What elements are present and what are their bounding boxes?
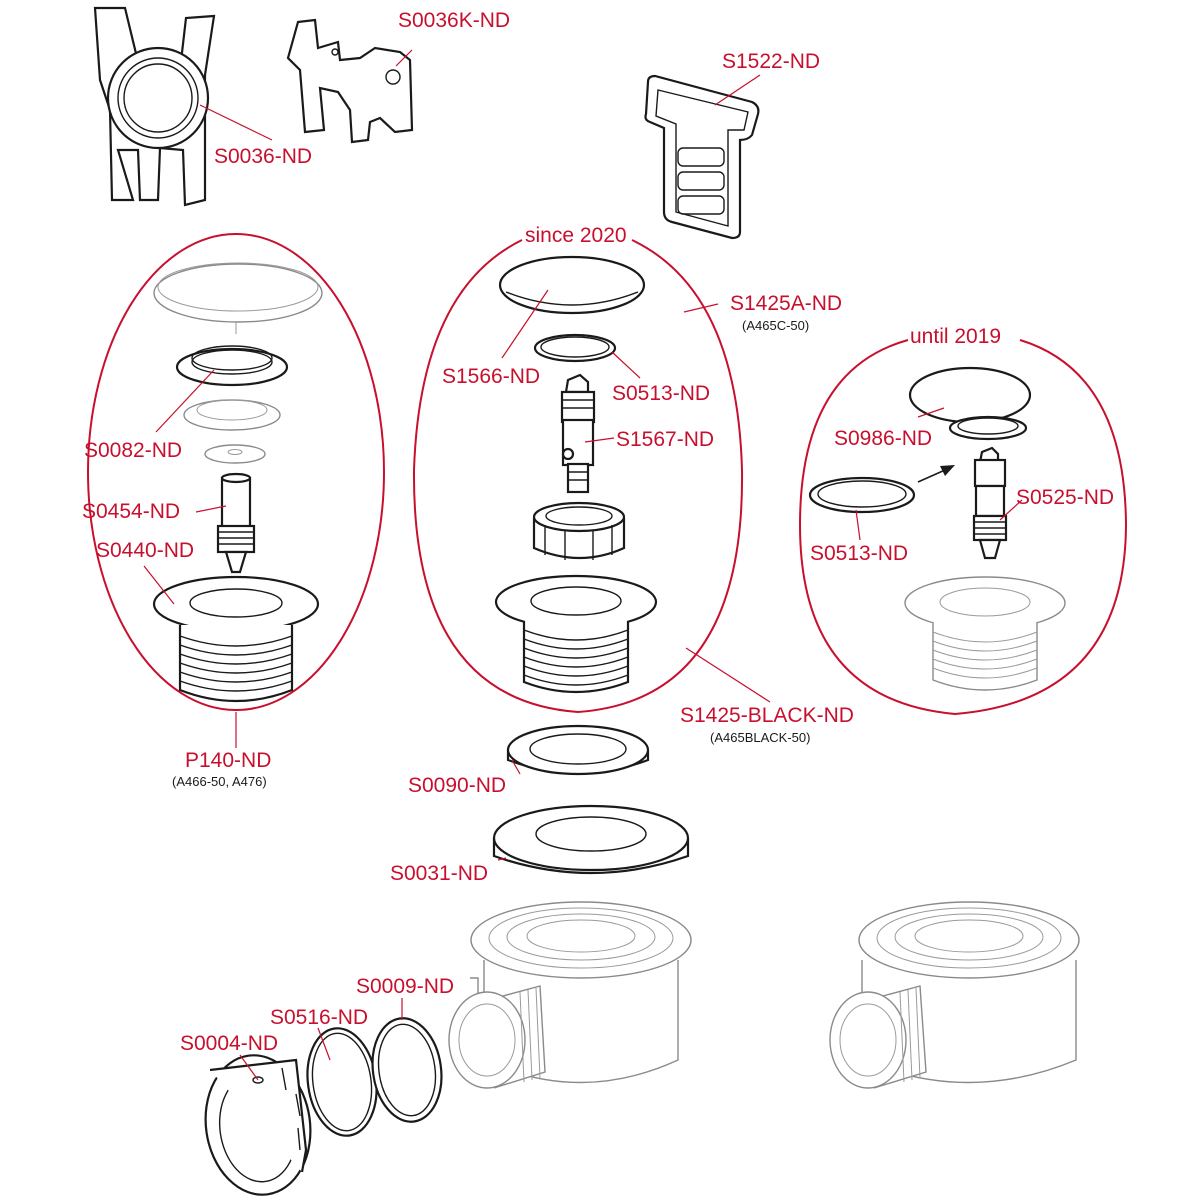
s0513-top-ring [533, 333, 617, 363]
arrow-icon [917, 465, 955, 483]
until-2019-group-outline [798, 339, 1128, 716]
leader-s1425a [683, 303, 719, 313]
label-s0525: S0525-ND [1016, 486, 1114, 509]
leader-lines [143, 49, 1023, 1081]
label-s1425a: S1425A-ND [730, 292, 842, 315]
s0031-gasket [492, 804, 690, 875]
leader-s0986 [917, 407, 945, 418]
leader-s0036 [199, 104, 273, 141]
p140-group-ellipse [87, 233, 385, 711]
label-s1566: S1566-ND [442, 365, 540, 388]
s0513-right-ring [808, 476, 916, 514]
s0090-gasket [506, 724, 650, 776]
part-labels: S0036K-ND S0036-ND S1522-ND since 2020 S… [82, 9, 1114, 1055]
label-since-2020: since 2020 [525, 224, 627, 247]
leader-s0516 [317, 1027, 331, 1061]
leader-s0525 [999, 499, 1023, 521]
label-s0036k: S0036K-ND [398, 9, 510, 32]
since-2020-group-outline [412, 239, 744, 714]
leader-s0082 [155, 369, 215, 433]
label-s0031: S0031-ND [390, 862, 488, 885]
since-2020-group-ellipse [412, 239, 744, 714]
label-s0004: S0004-ND [180, 1032, 278, 1055]
label-s0986: S0986-ND [834, 427, 932, 450]
leader-s0036k [395, 49, 413, 67]
leader-s0454 [195, 505, 227, 513]
since-2020-nut [532, 501, 626, 560]
label-s0090: S0090-ND [408, 774, 506, 797]
s0525-stem [972, 446, 1008, 560]
s0009-ring [371, 1017, 443, 1123]
p140-group-outline [87, 233, 385, 711]
leader-s1522 [714, 74, 761, 106]
s0004-nut [204, 1054, 312, 1196]
trap-body-right [829, 901, 1080, 1089]
label-s0516: S0516-ND [270, 1006, 368, 1029]
label-p140: P140-ND [185, 749, 271, 772]
label-s0009: S0009-ND [356, 975, 454, 998]
leader-s0440 [143, 565, 175, 605]
leader-s1566 [501, 289, 549, 359]
label-until-2019: until 2019 [910, 325, 1001, 348]
trap-body-center [448, 901, 692, 1089]
p140-cap [153, 262, 323, 334]
label-s1425black-sub: (A465BLACK-50) [710, 730, 810, 745]
leader-s1567 [584, 437, 615, 443]
s0454-washer [204, 444, 266, 464]
label-s0036: S0036-ND [214, 145, 312, 168]
label-s1567: S1567-ND [616, 428, 714, 451]
label-s1425a-sub: (A465C-50) [742, 318, 809, 333]
label-s0082: S0082-ND [84, 439, 182, 462]
leader-s0513-right [855, 509, 861, 541]
p140-seat [183, 399, 281, 431]
s0986-cap [908, 366, 1032, 441]
until-2019-group-ellipse [798, 339, 1128, 716]
s1566-cap [498, 255, 646, 315]
label-p140-sub: (A466-50, A476) [172, 774, 267, 789]
s0516-ring [306, 1027, 378, 1137]
leader-s0513-top [611, 351, 641, 379]
s1567-stem [560, 373, 596, 494]
s0082-ring [175, 345, 289, 387]
label-s0513-right: S0513-ND [810, 542, 908, 565]
s0454-stem [216, 472, 256, 574]
s0440-flange [152, 575, 320, 703]
leader-s0090 [511, 759, 521, 775]
label-s0513-top: S0513-ND [612, 382, 710, 405]
until-2019-ghost-flange [904, 576, 1066, 691]
label-s0454: S0454-ND [82, 500, 180, 523]
label-s1425black: S1425-BLACK-ND [680, 704, 854, 727]
label-s1522: S1522-ND [722, 50, 820, 73]
leader-s0031 [497, 857, 507, 861]
s1425-black-flange [494, 574, 658, 694]
s1522-tool [644, 74, 760, 240]
leader-s1425black [685, 647, 771, 703]
label-s0440: S0440-ND [96, 539, 194, 562]
leader-s0004 [239, 1054, 259, 1081]
s0036k-key [286, 18, 414, 144]
s0036-wrench [93, 6, 216, 207]
